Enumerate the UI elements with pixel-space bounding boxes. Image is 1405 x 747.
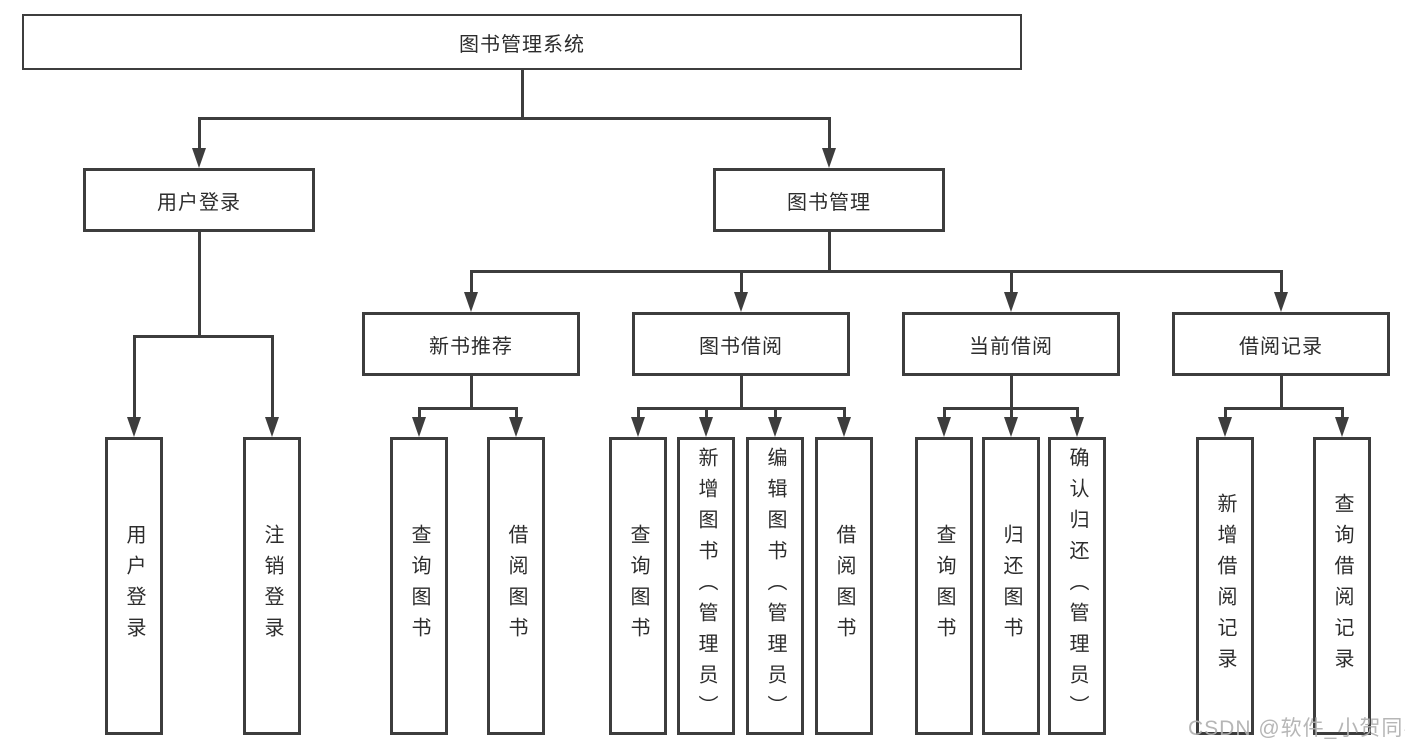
node-label: 查询图书 (627, 524, 649, 648)
node-label: 新书推荐 (429, 335, 513, 358)
connector-drop-new-book-recommend-to-leaves-0 (417, 407, 421, 419)
node-user-login: 用户登录 (83, 168, 315, 232)
node-label: 借阅记录 (1239, 335, 1323, 358)
connector-stem-borrowing-records-to-leaves (1279, 376, 1283, 410)
node-label: 查询借阅记录 (1331, 493, 1353, 679)
connector-stem-book-borrowing-to-leaves (739, 376, 743, 410)
node-edit-books-admin: 编辑图书（管理员） (746, 437, 804, 735)
node-label: 借阅图书 (833, 524, 855, 648)
arrowhead-icon (1070, 417, 1084, 437)
connector-drop-user-login-to-leaves-1 (270, 335, 274, 419)
arrowhead-icon (837, 417, 851, 437)
node-label: 图书管理 (787, 191, 871, 214)
connector-drop-book-management-to-level3-1 (739, 270, 743, 294)
arrowhead-icon (699, 417, 713, 437)
node-add-borrow-record: 新增借阅记录 (1196, 437, 1254, 735)
arrowhead-icon (1335, 417, 1349, 437)
connector-drop-book-borrowing-to-leaves-0 (636, 407, 640, 419)
connector-drop-user-login-to-leaves-0 (132, 335, 136, 419)
connector-stem-user-login-to-leaves (197, 232, 201, 338)
node-label: 用户登录 (157, 191, 241, 214)
arrowhead-icon (1004, 292, 1018, 312)
arrowhead-icon (1218, 417, 1232, 437)
node-label: 新增图书（管理员） (695, 446, 717, 726)
node-label: 用户登录 (123, 524, 145, 648)
node-logout-leaf: 注销登录 (243, 437, 301, 735)
node-label: 确认归还（管理员） (1066, 446, 1088, 726)
node-label: 图书管理系统 (459, 33, 585, 56)
node-label: 查询图书 (933, 524, 955, 648)
connector-drop-new-book-recommend-to-leaves-1 (514, 407, 518, 419)
arrowhead-icon (768, 417, 782, 437)
connector-bar-book-management-to-level3 (469, 270, 1283, 273)
connector-drop-current-borrowing-to-leaves-1 (1009, 407, 1013, 419)
node-label: 查询图书 (408, 524, 430, 648)
connector-drop-current-borrowing-to-leaves-0 (942, 407, 946, 419)
arrowhead-icon (265, 417, 279, 437)
node-borrowing-records: 借阅记录 (1172, 312, 1390, 376)
connector-drop-book-borrowing-to-leaves-1 (704, 407, 708, 419)
arrowhead-icon (1004, 417, 1018, 437)
connector-bar-book-borrowing-to-leaves (636, 407, 846, 410)
node-current-borrowing: 当前借阅 (902, 312, 1120, 376)
node-book-borrowing: 图书借阅 (632, 312, 850, 376)
connector-bar-new-book-recommend-to-leaves (417, 407, 518, 410)
connector-stem-root-to-level2 (520, 70, 524, 120)
connector-bar-borrowing-records-to-leaves (1223, 407, 1344, 410)
connector-drop-book-borrowing-to-leaves-3 (842, 407, 846, 419)
node-confirm-return-admin: 确认归还（管理员） (1048, 437, 1106, 735)
connector-drop-current-borrowing-to-leaves-2 (1075, 407, 1079, 419)
node-add-books-admin: 新增图书（管理员） (677, 437, 735, 735)
watermark: CSDN @软件_小贺同学 (1188, 717, 1405, 740)
node-query-borrow-record: 查询借阅记录 (1313, 437, 1371, 735)
node-label: 注销登录 (261, 524, 283, 648)
node-return-books: 归还图书 (982, 437, 1040, 735)
node-label: 当前借阅 (969, 335, 1053, 358)
connector-drop-borrowing-records-to-leaves-1 (1340, 407, 1344, 419)
node-user-login-leaf: 用户登录 (105, 437, 163, 735)
node-root: 图书管理系统 (22, 14, 1022, 70)
arrowhead-icon (1274, 292, 1288, 312)
node-query-books-recommend: 查询图书 (390, 437, 448, 735)
connector-drop-root-to-level2-1 (827, 117, 831, 150)
node-new-book-recommend: 新书推荐 (362, 312, 580, 376)
connector-stem-book-management-to-level3 (827, 232, 831, 273)
node-label: 新增借阅记录 (1214, 493, 1236, 679)
connector-drop-borrowing-records-to-leaves-0 (1223, 407, 1227, 419)
node-label: 图书借阅 (699, 335, 783, 358)
node-query-books-borrowing: 查询图书 (609, 437, 667, 735)
connector-drop-root-to-level2-0 (197, 117, 201, 150)
node-borrow-books-borrowing: 借阅图书 (815, 437, 873, 735)
node-book-management: 图书管理 (713, 168, 945, 232)
node-label: 归还图书 (1000, 524, 1022, 648)
arrowhead-icon (822, 148, 836, 168)
arrowhead-icon (631, 417, 645, 437)
node-label: 借阅图书 (505, 524, 527, 648)
connector-drop-book-borrowing-to-leaves-2 (773, 407, 777, 419)
arrowhead-icon (734, 292, 748, 312)
arrowhead-icon (464, 292, 478, 312)
connector-drop-book-management-to-level3-3 (1279, 270, 1283, 294)
connector-stem-new-book-recommend-to-leaves (469, 376, 473, 410)
arrowhead-icon (192, 148, 206, 168)
arrowhead-icon (127, 417, 141, 437)
node-label: 编辑图书（管理员） (764, 446, 786, 726)
connector-drop-book-management-to-level3-0 (469, 270, 473, 294)
connector-bar-user-login-to-leaves (132, 335, 274, 338)
arrowhead-icon (937, 417, 951, 437)
arrowhead-icon (412, 417, 426, 437)
connector-bar-root-to-level2 (197, 117, 831, 120)
connector-drop-book-management-to-level3-2 (1009, 270, 1013, 294)
arrowhead-icon (509, 417, 523, 437)
node-query-books-current: 查询图书 (915, 437, 973, 735)
connector-stem-current-borrowing-to-leaves (1009, 376, 1013, 410)
node-borrow-books-recommend: 借阅图书 (487, 437, 545, 735)
